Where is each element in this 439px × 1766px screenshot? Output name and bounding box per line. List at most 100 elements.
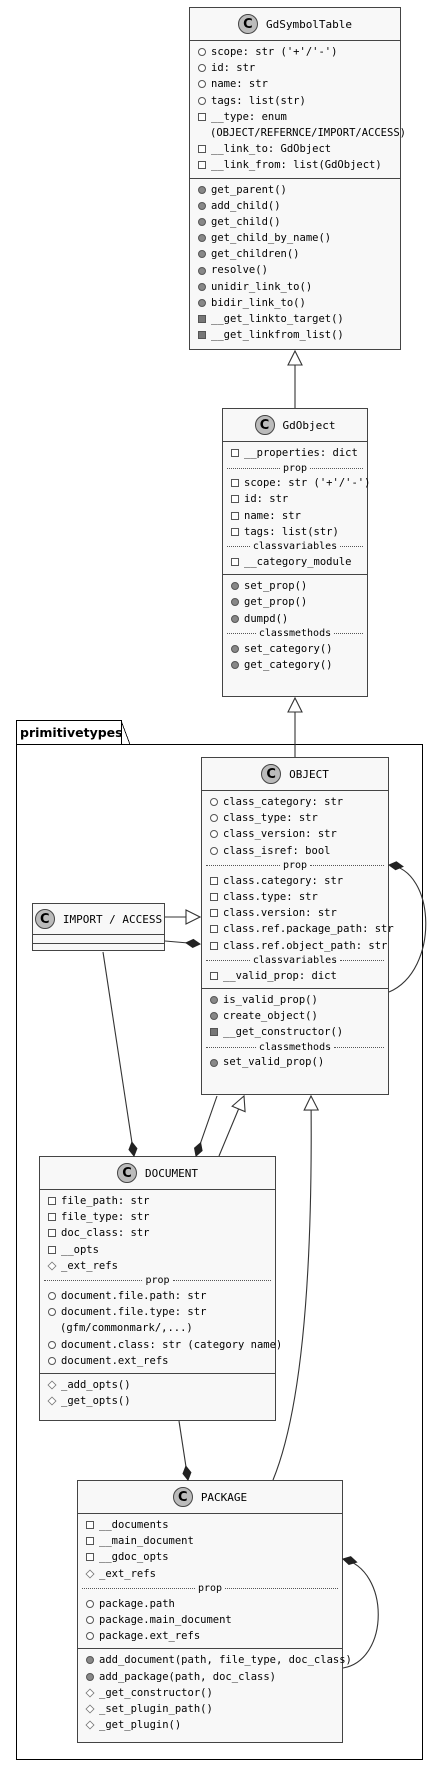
class-icon: C <box>261 764 282 784</box>
class-name: OBJECT <box>289 767 329 781</box>
member-text: is_valid_prop() <box>223 993 318 1006</box>
member-text: file_type: str <box>61 1211 150 1224</box>
class-header: C PACKAGE <box>78 1481 342 1514</box>
public-visibility-icon <box>198 298 206 307</box>
member-row: _add_opts() <box>40 1377 275 1393</box>
member-row: _set_plugin_path() <box>78 1701 342 1717</box>
member-text: unidir_link_to() <box>211 280 313 293</box>
public-visibility-icon <box>198 64 206 73</box>
class-icon: C <box>254 415 275 435</box>
package-frame <box>16 744 423 1760</box>
methods-section: get_parent()add_child()get_child()get_ch… <box>190 179 400 348</box>
class-import-access[interactable]: C IMPORT / ACCESS <box>32 903 165 951</box>
private-visibility-icon <box>48 1197 56 1206</box>
member-text: get_prop() <box>244 596 308 609</box>
member-row: dumpd() <box>223 611 367 627</box>
member-text: get_child_by_name() <box>211 232 332 245</box>
member-row: add_document(path, file_type, doc_class) <box>78 1652 352 1668</box>
public-visibility-icon <box>210 1012 218 1021</box>
class-object[interactable]: C OBJECT class_category: str class_type: … <box>201 757 394 1095</box>
member-text: id: str <box>244 493 289 506</box>
class-header: C GdObject <box>223 409 367 442</box>
member-text: class.ref.object_path: str <box>223 939 388 952</box>
member-text: __get_constructor() <box>223 1026 344 1039</box>
self-compose-package <box>342 1556 379 1669</box>
member-row: get_category() <box>223 657 367 673</box>
class-header: C IMPORT / ACCESS <box>33 904 164 935</box>
private-visibility-icon <box>48 1245 56 1254</box>
public-visibility-icon <box>198 250 206 259</box>
member-row: scope: str ('+'/'-') <box>190 44 400 60</box>
member-row: class.category: str <box>202 873 388 889</box>
private-visibility-icon <box>231 449 239 458</box>
private-visibility-icon <box>86 1521 94 1530</box>
divider-prop: prop <box>40 1274 275 1288</box>
member-row: (OBJECT/REFERNCE/IMPORT/ACCESS) <box>190 125 406 141</box>
class-gdsymboltable[interactable]: C GdSymbolTable scope: str ('+'/'-')id: … <box>189 7 406 350</box>
member-text: class.ref.package_path: str <box>223 923 394 936</box>
private-visibility-icon <box>231 511 239 520</box>
divider-classmethods: classmethods <box>202 1040 388 1054</box>
member-row: scope: str ('+'/'-') <box>223 475 370 491</box>
member-row: __link_to: GdObject <box>190 141 400 157</box>
member-text: document.ext_refs <box>61 1354 169 1367</box>
member-row: __opts <box>40 1242 275 1258</box>
attributes-section: __properties: dict prop scope: str ('+'/… <box>223 442 370 576</box>
member-text: add_package(path, doc_class) <box>99 1670 277 1683</box>
member-text: _get_plugin() <box>99 1719 182 1732</box>
member-text: class_category: str <box>223 796 344 808</box>
public-visibility-icon <box>48 1356 56 1365</box>
member-text: class.type: str <box>223 890 318 903</box>
public-visibility-icon <box>48 1292 56 1301</box>
public-visibility-icon <box>231 660 239 669</box>
public-visibility-icon <box>86 1599 94 1608</box>
member-text: class_type: str <box>223 812 318 825</box>
public-visibility-icon <box>198 266 206 275</box>
methods-section: set_prop()get_prop()dumpd() classmethods… <box>223 575 367 677</box>
member-text: _get_constructor() <box>99 1686 213 1699</box>
member-text: __documents <box>99 1519 169 1531</box>
divider-classmethods: classmethods <box>223 627 367 641</box>
member-text: _ext_refs <box>99 1567 156 1580</box>
member-row: _get_plugin() <box>78 1717 342 1733</box>
member-row: class_type: str <box>202 810 388 826</box>
member-row: __get_linkfrom_list() <box>190 327 400 343</box>
member-row: __valid_prop: dict <box>202 968 388 984</box>
public-visibility-icon <box>86 1616 94 1625</box>
member-row: __type: enum <box>190 109 400 125</box>
attributes-section: class_category: str class_type: str class_… <box>202 791 394 989</box>
member-text: class_isref: bool <box>223 844 331 857</box>
member-row: document.ext_refs <box>40 1353 275 1369</box>
member-row: get_children() <box>190 246 400 262</box>
member-text: add_child() <box>211 199 281 212</box>
member-row: set_valid_prop() <box>202 1054 388 1070</box>
public-visibility-icon <box>86 1656 94 1665</box>
member-row: tags: list(str) <box>190 93 400 109</box>
member-text: __get_linkfrom_list() <box>211 329 344 342</box>
member-row: class.type: str <box>202 889 388 905</box>
class-package[interactable]: C PACKAGE __documents__main_document__gd… <box>77 1480 352 1743</box>
member-row: get_prop() <box>223 594 367 610</box>
methods-section: add_document(path, file_type, doc_class)… <box>78 1649 352 1737</box>
member-row: _ext_refs <box>78 1566 342 1582</box>
member-row: __category_module <box>223 554 367 570</box>
class-gdobject[interactable]: C GdObject __properties: dict prop scope… <box>222 408 370 697</box>
member-text: class_version: str <box>223 828 337 841</box>
public-visibility-icon <box>86 1672 94 1681</box>
member-row: file_type: str <box>40 1209 275 1225</box>
divider-classvariables: classvariables <box>202 954 388 968</box>
public-visibility-icon <box>48 1308 56 1317</box>
member-text: __category_module <box>244 555 352 568</box>
member-text: _ext_refs <box>61 1259 118 1272</box>
public-visibility-icon <box>231 582 239 591</box>
private-visibility-icon <box>210 909 218 918</box>
member-text: scope: str ('+'/'-') <box>211 46 338 58</box>
member-text: name: str <box>244 509 301 522</box>
member-text: set_valid_prop() <box>223 1056 325 1069</box>
member-text: __get_linkto_target() <box>211 313 344 325</box>
member-row: package.ext_refs <box>78 1628 342 1644</box>
member-text: package.path <box>99 1597 175 1610</box>
